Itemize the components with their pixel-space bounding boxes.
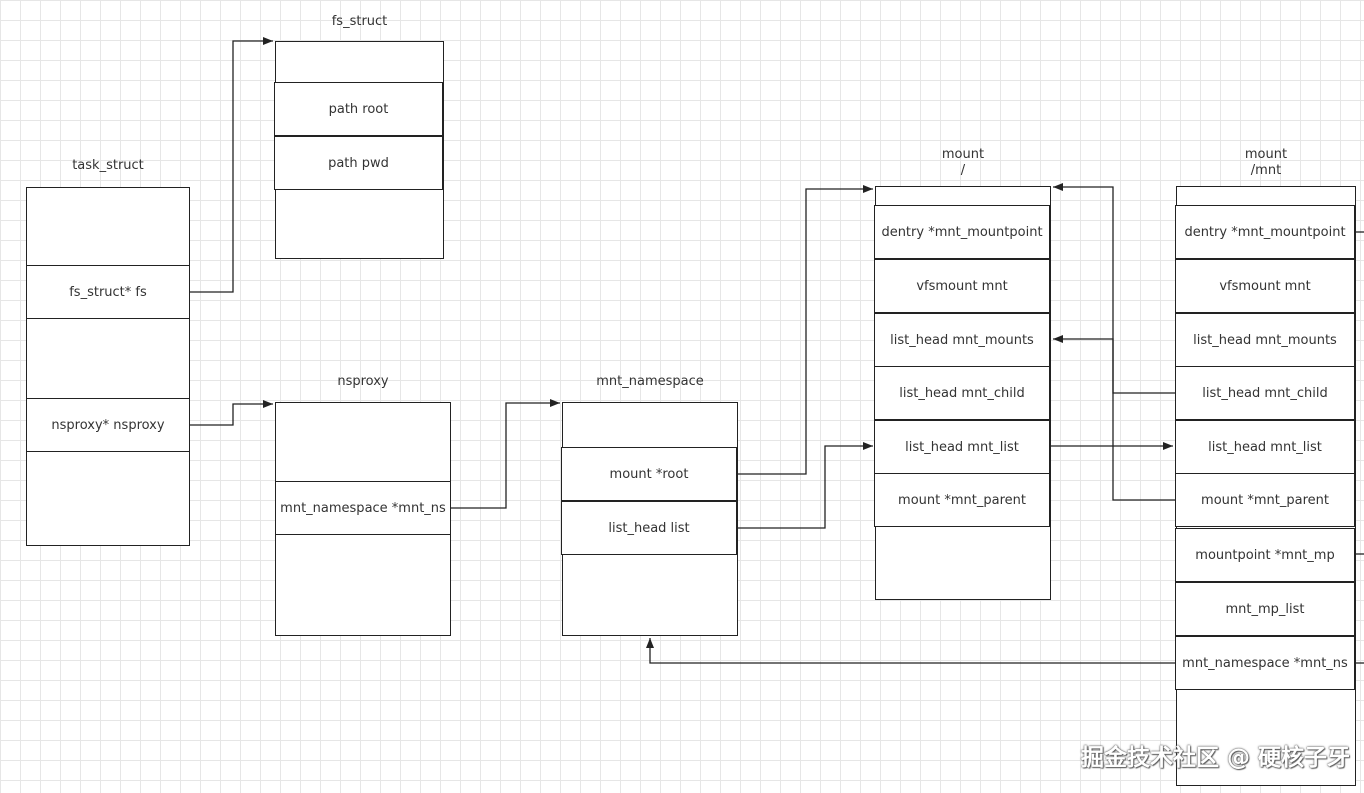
field-mount-mnt-3: list_head mnt_child bbox=[1175, 366, 1355, 420]
field-task-struct-0: fs_struct* fs bbox=[26, 265, 190, 319]
field-mount-mnt-5: mount *mnt_parent bbox=[1175, 473, 1355, 527]
field-mount-root-3: list_head mnt_child bbox=[874, 366, 1050, 420]
watermark: 掘金技术社区 @ 硬核子牙 bbox=[1080, 745, 1350, 771]
field-mount-mnt-1: vfsmount mnt bbox=[1175, 259, 1355, 313]
struct-title-mount-mnt: mount /mnt bbox=[1244, 147, 1288, 178]
field-task-struct-1: nsproxy* nsproxy bbox=[26, 398, 190, 452]
struct-title-mount-root: mount / bbox=[941, 147, 985, 178]
field-nsproxy-0: mnt_namespace *mnt_ns bbox=[275, 481, 451, 535]
field-mount-mnt-0: dentry *mnt_mountpoint bbox=[1175, 205, 1355, 259]
field-mount-mnt-2: list_head mnt_mounts bbox=[1175, 313, 1355, 367]
field-mnt-namespace-1: list_head list bbox=[561, 501, 737, 555]
struct-title-task-struct: task_struct bbox=[72, 158, 144, 173]
field-mount-root-5: mount *mnt_parent bbox=[874, 473, 1050, 527]
field-fs-struct-0: path root bbox=[274, 82, 443, 136]
struct-title-fs-struct: fs_struct bbox=[331, 14, 388, 29]
struct-box-task-struct bbox=[26, 187, 190, 546]
field-mnt-namespace-0: mount *root bbox=[561, 447, 737, 501]
field-fs-struct-1: path pwd bbox=[274, 136, 443, 190]
struct-title-nsproxy: nsproxy bbox=[337, 374, 389, 389]
field-mount-root-1: vfsmount mnt bbox=[874, 259, 1050, 313]
field-mount-root-0: dentry *mnt_mountpoint bbox=[874, 205, 1050, 259]
field-mount-mnt-8: mnt_namespace *mnt_ns bbox=[1175, 636, 1355, 690]
struct-title-mnt-namespace: mnt_namespace bbox=[596, 374, 704, 389]
field-mount-root-2: list_head mnt_mounts bbox=[874, 313, 1050, 367]
field-mount-mnt-6: mountpoint *mnt_mp bbox=[1175, 528, 1355, 582]
field-mount-mnt-4: list_head mnt_list bbox=[1175, 420, 1355, 474]
field-mount-root-4: list_head mnt_list bbox=[874, 420, 1050, 474]
field-mount-mnt-7: mnt_mp_list bbox=[1175, 582, 1355, 636]
